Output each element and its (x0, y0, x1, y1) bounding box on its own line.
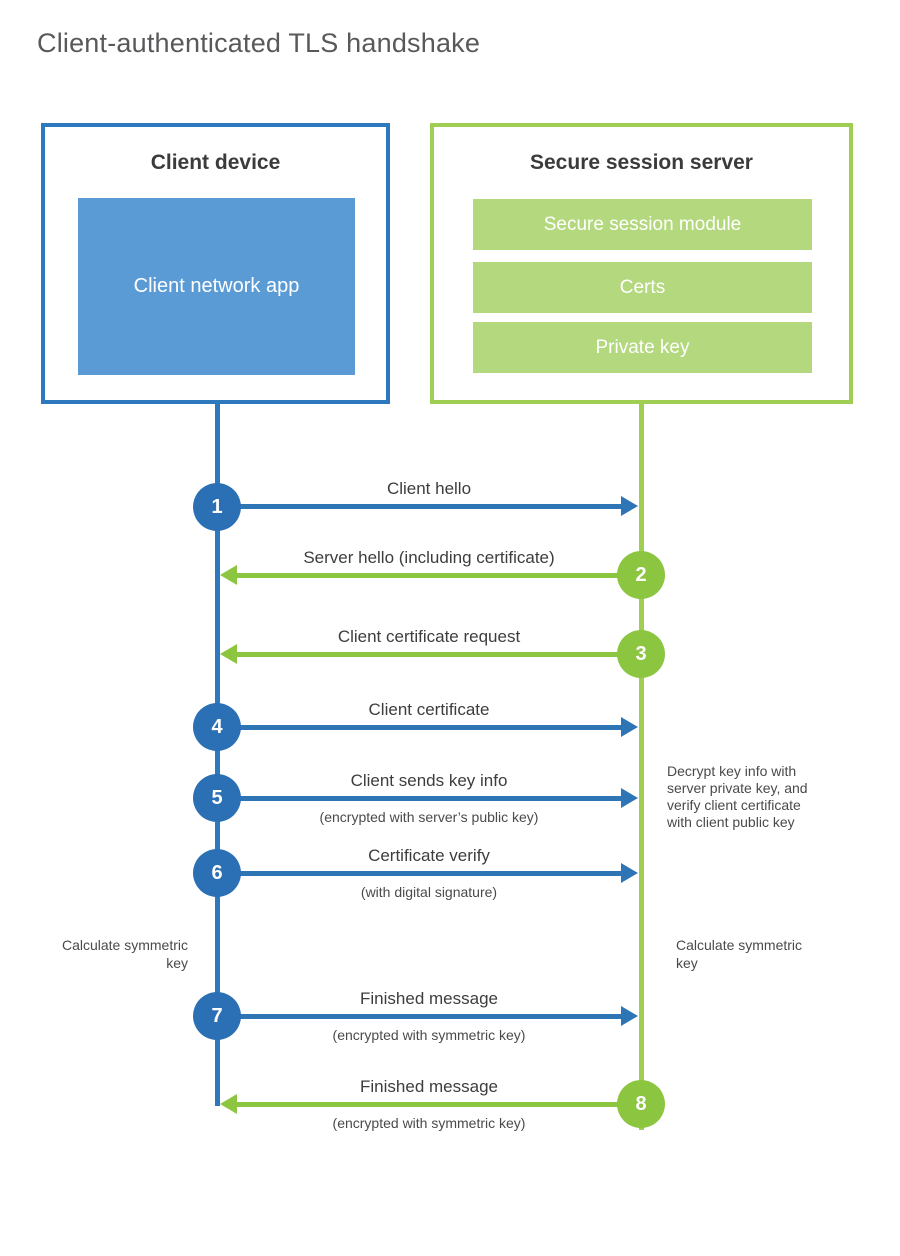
message-label-5: Client sends key info (350, 771, 508, 790)
client-device-box: Client device Client network app (41, 123, 390, 404)
server-box-title: Secure session server (530, 151, 753, 174)
server-module-secure-session: Secure session module (473, 199, 812, 250)
message-sub-6: (with digital signature) (360, 884, 498, 900)
message-label-1: Client hello (386, 479, 472, 498)
message-arrow-3 (237, 652, 641, 657)
arrowhead-left-icon (220, 644, 237, 664)
message-label-4: Client certificate (368, 700, 490, 719)
message-label-8: Finished message (360, 1077, 498, 1096)
secure-session-server-box: Secure session server Secure session mod… (430, 123, 853, 404)
server-lifeline (639, 404, 644, 1130)
message-label-2: Server hello (including certificate) (303, 548, 555, 567)
message-sub-8: (encrypted with symmetric key) (332, 1115, 526, 1131)
message-label-3: Client certificate request (337, 627, 521, 646)
step-badge-4: 4 (193, 703, 241, 751)
message-arrow-4 (217, 725, 622, 730)
message-arrow-5 (217, 796, 622, 801)
server-module-private-key: Private key (473, 322, 812, 373)
arrowhead-left-icon (220, 565, 237, 585)
arrowhead-right-icon (621, 863, 638, 883)
decrypt-note: Decrypt key info with server private key… (667, 763, 808, 830)
message-sub-5: (encrypted with server’s public key) (319, 809, 539, 825)
arrowhead-right-icon (621, 788, 638, 808)
arrowhead-right-icon (621, 717, 638, 737)
step-badge-6: 6 (193, 849, 241, 897)
step-badge-3: 3 (617, 630, 665, 678)
message-arrow-7 (217, 1014, 622, 1019)
arrowhead-right-icon (621, 496, 638, 516)
calc-symmetric-key-server: Calculate symmetric key (676, 937, 803, 971)
client-box-title: Client device (150, 151, 281, 174)
message-sub-7: (encrypted with symmetric key) (332, 1027, 526, 1043)
message-arrow-2 (237, 573, 641, 578)
message-label-7: Finished message (360, 989, 498, 1008)
step-badge-1: 1 (193, 483, 241, 531)
page-title: Client-authenticated TLS handshake (37, 28, 481, 58)
client-network-app-box: Client network app (78, 198, 355, 375)
client-network-app-label: Client network app (133, 275, 300, 297)
message-arrow-8 (237, 1102, 641, 1107)
calc-symmetric-key-client: Calculate symmetric key (61, 937, 188, 971)
arrowhead-left-icon (220, 1094, 237, 1114)
message-arrow-6 (217, 871, 622, 876)
server-module-certs: Certs (473, 262, 812, 313)
step-badge-2: 2 (617, 551, 665, 599)
message-label-6: Certificate verify (368, 846, 490, 865)
arrowhead-right-icon (621, 1006, 638, 1026)
step-badge-7: 7 (193, 992, 241, 1040)
message-arrow-1 (217, 504, 622, 509)
step-badge-8: 8 (617, 1080, 665, 1128)
step-badge-5: 5 (193, 774, 241, 822)
client-lifeline (215, 404, 220, 1106)
